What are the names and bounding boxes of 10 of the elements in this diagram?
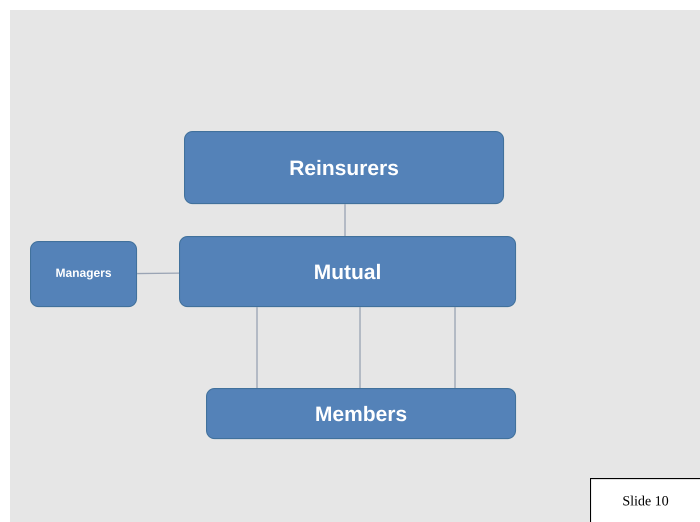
rounded-box: Mutual — [179, 236, 516, 308]
rounded-box: Reinsurers — [184, 131, 504, 204]
rounded-box: Managers — [30, 241, 138, 308]
connector-line — [359, 307, 361, 388]
connector-line — [344, 204, 346, 236]
connector-line — [454, 307, 456, 388]
connector-line — [256, 307, 258, 388]
connector-line — [137, 272, 179, 274]
slide-number-box: Slide 10 — [590, 478, 700, 522]
rounded-box: Members — [206, 388, 516, 440]
